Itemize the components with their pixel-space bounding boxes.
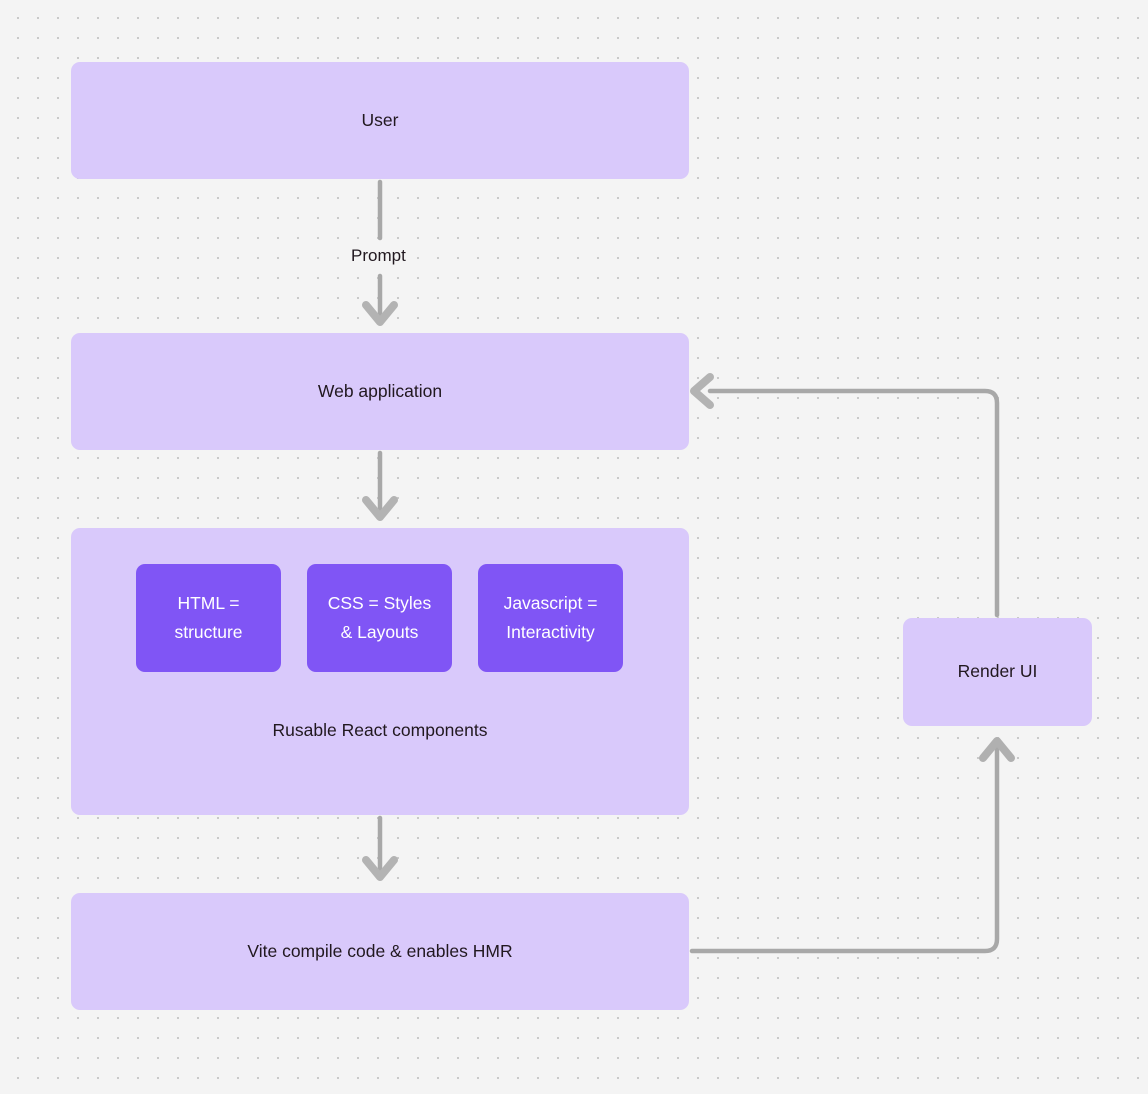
chip-html[interactable]: HTML = structure [136, 564, 281, 672]
chip-html-line2: structure [174, 622, 243, 642]
node-render-ui-label: Render UI [957, 661, 1038, 682]
node-vite-label: Vite compile code & enables HMR [247, 940, 513, 961]
edge-render-to-webapp [707, 388, 1000, 618]
node-components[interactable]: HTML = structure CSS = Styles & Layouts … [71, 528, 689, 815]
chip-javascript-line2: Interactivity [506, 622, 595, 642]
node-components-caption: Rusable React components [272, 720, 488, 740]
chip-css-line2: & Layouts [340, 622, 419, 642]
chip-css[interactable]: CSS = Styles & Layouts [307, 564, 452, 672]
edge-vite-to-render [689, 742, 1000, 954]
chip-css-label: CSS = Styles & Layouts [328, 589, 432, 647]
node-vite[interactable]: Vite compile code & enables HMR [71, 893, 689, 1010]
arrowhead-down-webapp [362, 301, 398, 326]
chip-javascript[interactable]: Javascript = Interactivity [478, 564, 623, 672]
chip-css-line1: CSS = Styles [327, 593, 432, 614]
arrowhead-down-components [362, 496, 398, 521]
chip-javascript-label: Javascript = Interactivity [504, 589, 598, 647]
node-user-label: User [361, 109, 399, 130]
arrowhead-up-render [979, 737, 1015, 762]
node-web-application[interactable]: Web application [71, 333, 689, 450]
chip-row: HTML = structure CSS = Styles & Layouts … [136, 564, 624, 672]
arrowhead-down-vite [362, 856, 398, 881]
edge-label-prompt: Prompt [344, 245, 413, 267]
node-render-ui[interactable]: Render UI [903, 618, 1092, 726]
chip-html-line1: HTML = [177, 593, 240, 614]
node-user[interactable]: User [71, 62, 689, 179]
chip-html-label: HTML = structure [174, 589, 242, 647]
node-web-application-label: Web application [317, 380, 443, 401]
chip-javascript-line1: Javascript = [503, 593, 598, 614]
arrowhead-left-webapp [690, 373, 714, 409]
